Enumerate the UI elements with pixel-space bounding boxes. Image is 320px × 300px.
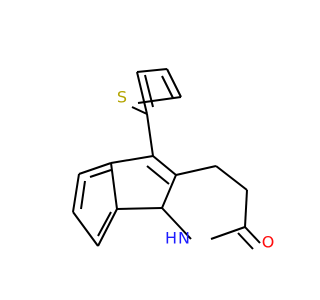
bond-lactam-ring-1 xyxy=(175,165,217,176)
nitrogen-atom-label: N xyxy=(178,229,190,248)
nitrogen-hydrogen-label: H xyxy=(165,229,177,248)
bond-benzene-2-3 xyxy=(72,173,80,213)
bond-thiophene-c3-c4 xyxy=(136,68,168,73)
bond-thiophene-c4-c5-double xyxy=(161,75,174,99)
bond-benzene-inner-b xyxy=(97,211,112,237)
bond-lactam-ring-5 xyxy=(161,207,192,240)
molecule-diagram: S N H O xyxy=(72,68,275,252)
bond-thiophene-c5-s xyxy=(137,96,182,104)
bond-benzene-4-5 xyxy=(97,208,118,247)
bond-lactam-ring-3 xyxy=(244,189,248,228)
bond-five-ring-c1-c2 xyxy=(152,155,177,176)
bond-thiophene-c4-c5 xyxy=(166,68,182,98)
bond-carbonyl-a xyxy=(244,226,261,244)
bond-benzene-1-2 xyxy=(78,162,112,175)
oxygen-atom-label: O xyxy=(262,233,275,252)
bond-five-ring-c4-c5 xyxy=(110,162,118,210)
bond-five-ring-c3-c4 xyxy=(116,207,163,210)
bond-five-ring-c2-c3 xyxy=(161,174,177,209)
bond-benzene-3-4 xyxy=(72,211,99,247)
bond-thiophene-to-core xyxy=(146,113,154,157)
bond-five-ring-c1-c2-double xyxy=(146,165,170,185)
bond-thiophene-c2-c3 xyxy=(136,71,148,115)
bond-benzene-inner-c xyxy=(89,169,112,178)
bond-lactam-ring-4 xyxy=(210,226,246,240)
bond-benzene-inner-a xyxy=(80,180,86,210)
sulfur-atom-label: S xyxy=(117,88,127,107)
bond-five-ring-c5-c1 xyxy=(110,155,154,164)
bond-carbonyl-b xyxy=(237,232,254,250)
structure-drawing: S N H O xyxy=(72,68,275,252)
bond-lactam-ring-2 xyxy=(215,165,248,191)
bond-thiophene-s-c2 xyxy=(131,106,148,115)
